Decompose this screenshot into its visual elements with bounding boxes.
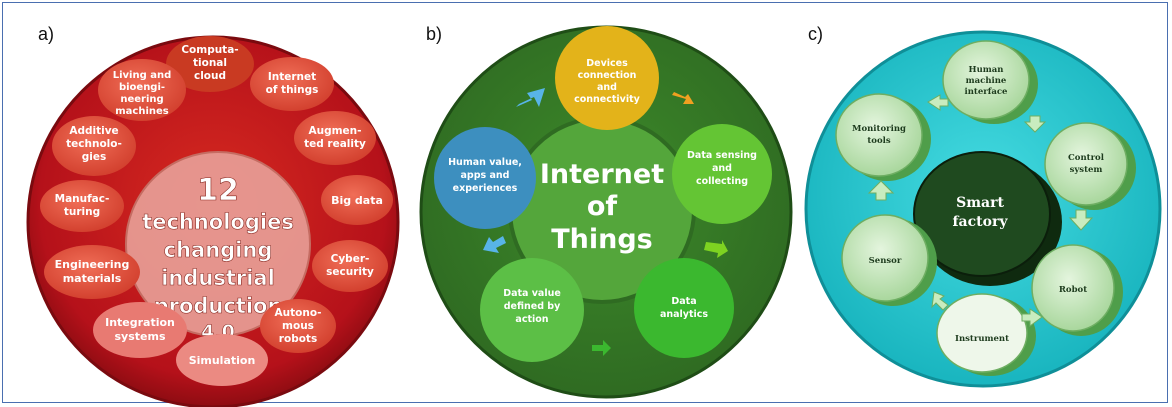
panel-a-chip-augmented-reality: Augmen-ted reality xyxy=(294,111,376,165)
panel-c-label: c) xyxy=(808,24,823,44)
center-text-line-2: technologies xyxy=(142,210,294,234)
panel-b-arrow-5 xyxy=(483,236,506,253)
svg-text:Cyber-security: Cyber-security xyxy=(326,253,374,278)
panel-a-chip-manufacturing: Manufac-turing xyxy=(40,180,124,232)
panel-c-arrow-5 xyxy=(931,291,949,311)
panel-a-center-circle xyxy=(126,152,310,336)
panel-b-arrow-3 xyxy=(704,240,728,258)
svg-text:Robot: Robot xyxy=(1059,285,1087,295)
panel-b-center-circle xyxy=(510,118,694,302)
svg-text:Things: Things xyxy=(551,224,653,255)
svg-text:Internet: Internet xyxy=(540,159,664,190)
panel-a-chip-cybersecurity: Cyber-security xyxy=(312,240,388,292)
panel-a-center-text: 12 technologies changing industrial prod… xyxy=(142,173,294,344)
panel-b-center-text: Internet of Things xyxy=(540,159,664,255)
center-text-line-3: changing xyxy=(164,238,273,262)
panel-a-label: a) xyxy=(38,24,54,44)
svg-text:Instrument: Instrument xyxy=(955,334,1009,344)
panel-c-cylinder-sensor: Sensor xyxy=(841,214,937,306)
panel-c-arrow-1 xyxy=(927,94,949,111)
panel-c-arrow-2 xyxy=(1023,115,1047,133)
panel-c-arrow-6 xyxy=(867,180,895,201)
panel-a: a) 12 technologies changing industrial p… xyxy=(26,24,400,407)
panel-c-cylinder-robot: Robot xyxy=(1031,244,1123,336)
svg-text:Big data: Big data xyxy=(331,194,383,207)
svg-text:Augmen-ted reality: Augmen-ted reality xyxy=(304,125,366,150)
panel-b-label: b) xyxy=(426,24,442,44)
panel-c-arrow-4 xyxy=(1021,308,1043,327)
center-text-line-4: industrial xyxy=(161,266,275,290)
svg-text:Sensor: Sensor xyxy=(869,256,902,266)
svg-text:Manufac-turing: Manufac-turing xyxy=(55,193,110,218)
center-text-line-1: 12 xyxy=(197,173,239,208)
panel-c-cylinder-instrument: Instrument xyxy=(936,293,1036,376)
panel-c-arrow-3 xyxy=(1068,209,1094,231)
panel-b-arrow-1 xyxy=(516,88,545,107)
svg-text:of: of xyxy=(587,191,618,222)
svg-text:Simulation: Simulation xyxy=(189,354,256,367)
panel-a-chip-simulation: Simulation xyxy=(176,334,268,386)
panel-a-chip-big-data: Big data xyxy=(321,175,393,225)
panel-b-arrow-4 xyxy=(592,340,611,356)
panel-b-arrow-2 xyxy=(672,92,694,104)
